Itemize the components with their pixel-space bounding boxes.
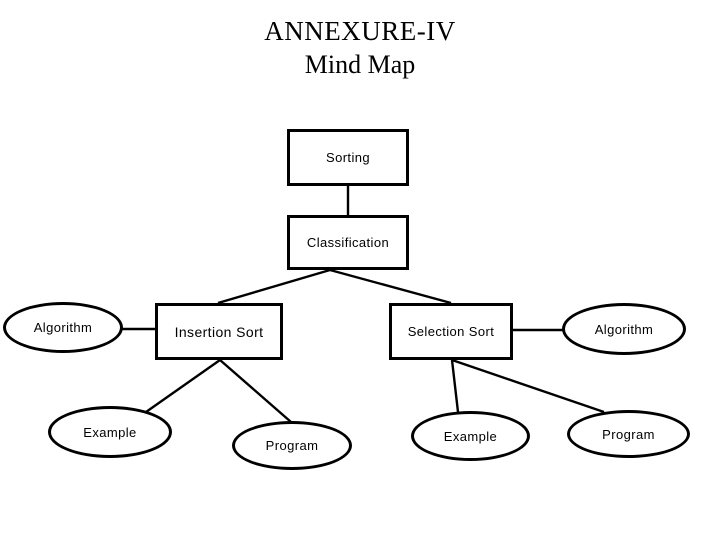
edge-classification-to-insertion-sort — [217, 268, 331, 305]
page-title: ANNEXURE-IV Mind Map — [0, 14, 720, 82]
node-algorithm-right[interactable]: Algorithm — [562, 303, 686, 355]
node-classification[interactable]: Classification — [287, 215, 409, 270]
node-program-left[interactable]: Program — [232, 421, 352, 470]
node-classification-label: Classification — [306, 235, 390, 250]
edge-insertion-sort-to-example-left — [145, 359, 221, 413]
node-example-left-label: Example — [83, 424, 137, 440]
edge-classification-to-selection-sort — [329, 268, 452, 305]
edge-selection-sort-to-program-right — [451, 358, 605, 414]
node-sorting-label: Sorting — [326, 150, 370, 165]
node-algorithm-left-label: Algorithm — [33, 320, 93, 335]
node-algorithm-left[interactable]: Algorithm — [3, 302, 123, 353]
node-selection-sort[interactable]: Selection Sort — [389, 303, 513, 360]
node-program-right[interactable]: Program — [567, 410, 690, 458]
node-algorithm-right-label: Algorithm — [594, 321, 654, 337]
node-example-right[interactable]: Example — [411, 411, 530, 461]
node-example-right-label: Example — [443, 428, 498, 444]
node-program-right-label: Program — [602, 426, 655, 442]
node-insertion-sort-label: Insertion Sort — [174, 323, 264, 340]
title-line-mind-map: Mind Map — [304, 50, 416, 79]
title-line-annexure: ANNEXURE-IV — [264, 16, 456, 46]
node-program-left-label: Program — [265, 438, 319, 453]
edge-selection-sort-to-example-right — [450, 359, 460, 413]
node-insertion-sort[interactable]: Insertion Sort — [155, 303, 283, 360]
node-selection-sort-label: Selection Sort — [407, 324, 495, 339]
node-sorting[interactable]: Sorting — [287, 129, 409, 186]
edge-insertion-sort-to-program-left — [219, 359, 292, 423]
node-example-left[interactable]: Example — [48, 406, 172, 458]
